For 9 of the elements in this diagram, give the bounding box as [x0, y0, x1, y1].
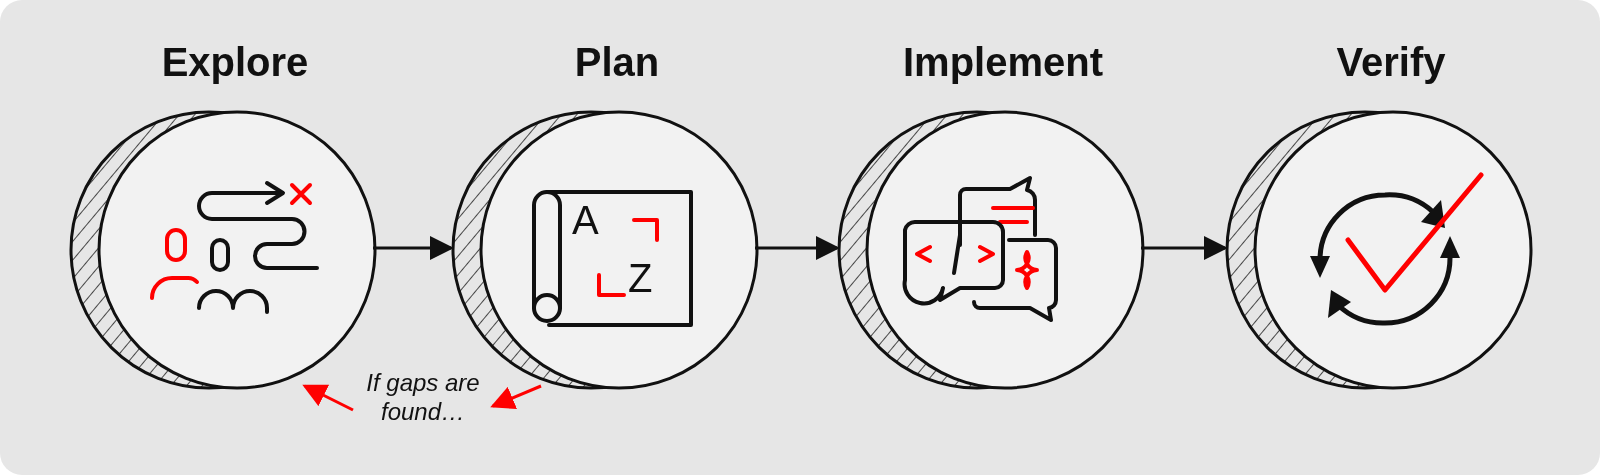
stage-title: Plan — [573, 40, 661, 84]
arrow — [490, 384, 542, 409]
letter-label: Z — [628, 258, 653, 298]
stage-title: Implement — [901, 40, 1104, 84]
arrow — [302, 384, 354, 412]
note-text: If gaps are found… — [353, 368, 493, 426]
stage-title: Explore — [160, 40, 310, 84]
letter-label: A — [572, 200, 599, 240]
stage-title: Verify — [1335, 40, 1447, 84]
